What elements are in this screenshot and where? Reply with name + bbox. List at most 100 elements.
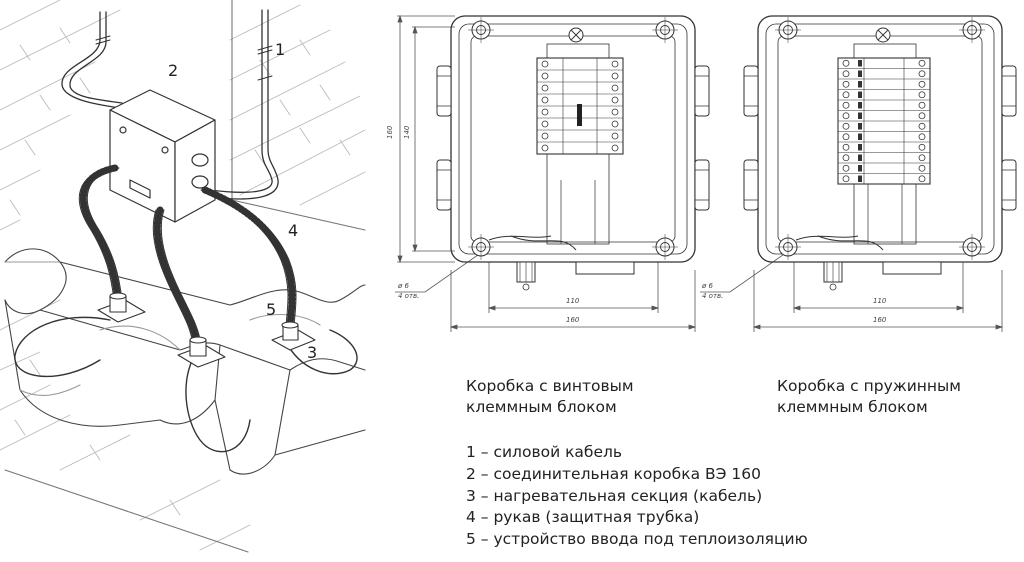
wire (795, 235, 884, 251)
dim-hole-count-right: 4 отв. (702, 292, 723, 300)
center-mark (959, 17, 985, 43)
terminal-screw (918, 143, 926, 151)
center-mark (775, 234, 801, 260)
terminal-screw (611, 96, 619, 104)
side-gland (1001, 65, 1017, 117)
heating-cable (14, 316, 358, 453)
dimension-labels: 160 140 110 160 110 160 ø 6 4 отв. ø 6 4… (386, 125, 887, 324)
legend-item-2: 2 – соединительная коробка ВЭ 160 (466, 464, 761, 483)
callout-3: 3 (307, 343, 317, 362)
dim-hole-dia-left: ø 6 (397, 282, 410, 290)
bottom-gland (882, 261, 942, 275)
terminal-screw (842, 91, 850, 99)
terminal-screw (842, 133, 850, 141)
gland-rib (695, 169, 709, 201)
side-gland (743, 159, 759, 211)
earth-stud-end (522, 283, 530, 291)
gland-rib (437, 75, 451, 107)
terminal-screw (918, 91, 926, 99)
dim-inner-height: 140 (403, 125, 411, 139)
caption-screw-line-2: клеммным блоком (466, 398, 617, 416)
spring-lever (858, 102, 862, 109)
spring-lever (858, 133, 862, 140)
terminal-screw (541, 144, 549, 152)
earth-stud-ribs (519, 262, 533, 282)
terminal-screw (842, 70, 850, 78)
terminal-screw (842, 80, 850, 88)
roof (4, 248, 366, 475)
caption-spring-box: Коробка с пружинным клеммным блоком (777, 376, 961, 418)
center-mark (959, 234, 985, 260)
terminal-screw (611, 108, 619, 116)
terminal-screw (842, 122, 850, 130)
terminal-screw (611, 60, 619, 68)
box-outline (450, 15, 696, 263)
callout-numbers: 1 2 3 4 5 (168, 40, 317, 362)
screw-terminal-box-drawing (436, 15, 710, 291)
terminal-screw (842, 175, 850, 183)
terminal-screw (918, 101, 926, 109)
spring-terminal-box-drawing (743, 15, 1017, 291)
wire (488, 235, 577, 251)
legend: 1 – силовой кабель 2 – соединительная ко… (466, 442, 808, 551)
legend-item-5: 5 – устройство ввода под теплоизоляцию (466, 530, 808, 549)
dim-hole-spacing-right: 110 (873, 297, 887, 305)
center-mark (468, 234, 494, 260)
terminal-screw (541, 108, 549, 116)
terminal-screw (918, 164, 926, 172)
callout-5: 5 (266, 300, 276, 319)
spring-lever (858, 112, 862, 119)
bottom-gland (575, 261, 635, 275)
center-mark (775, 17, 801, 43)
dimension-lines (395, 14, 1004, 332)
terminal-screw (611, 84, 619, 92)
side-gland (743, 65, 759, 117)
terminal-screw (918, 59, 926, 67)
gland-rib (744, 75, 758, 107)
dim-outer-width-left: 160 (566, 316, 580, 324)
gland-rib (437, 169, 451, 201)
terminal-screw (541, 120, 549, 128)
legend-item-4: 4 – рукав (защитная трубка) (466, 508, 700, 527)
terminal-screw (842, 164, 850, 172)
screw-terminal-marker (577, 104, 582, 126)
spring-lever (858, 60, 862, 67)
rail-guides (560, 180, 596, 244)
dim-outer-height: 160 (386, 125, 394, 139)
installation-illustration: 1 2 3 4 5 (0, 0, 366, 553)
caption-spring-line-1: Коробка с пружинным (777, 377, 961, 395)
dim-hole-dia-right: ø 6 (701, 282, 714, 290)
terminal-screw (611, 132, 619, 140)
terminal-screw (842, 101, 850, 109)
box-inner-rim (458, 23, 688, 255)
terminal-screw (918, 80, 926, 88)
callout-4: 4 (288, 221, 298, 240)
caption-screw-box: Коробка с винтовым клеммным блоком (466, 376, 634, 418)
gland-rib (695, 75, 709, 107)
gland-rib (1002, 75, 1016, 107)
spring-lever (858, 154, 862, 161)
dim-hole-spacing-left: 110 (566, 297, 580, 305)
terminal-screw (611, 72, 619, 80)
terminal-screw (918, 133, 926, 141)
center-mark (652, 234, 678, 260)
terminal-screw (541, 84, 549, 92)
spring-lever (858, 144, 862, 151)
spring-lever (858, 81, 862, 88)
caption-screw-line-1: Коробка с винтовым (466, 377, 634, 395)
callout-2: 2 (168, 61, 178, 80)
gland-rib (744, 169, 758, 201)
power-cable (209, 9, 273, 193)
terminal-screw (611, 144, 619, 152)
dim-outer-width-right: 160 (873, 316, 887, 324)
wall-corner (231, 0, 366, 231)
spring-lever (858, 175, 862, 182)
rail-guides (867, 180, 903, 244)
terminal-screw (842, 59, 850, 67)
box-outline (757, 15, 1003, 263)
side-gland (1001, 159, 1017, 211)
caption-spring-line-2: клеммным блоком (777, 398, 928, 416)
junction-box-3d (109, 89, 216, 223)
callout-1: 1 (275, 40, 285, 59)
terminal-screw (918, 112, 926, 120)
